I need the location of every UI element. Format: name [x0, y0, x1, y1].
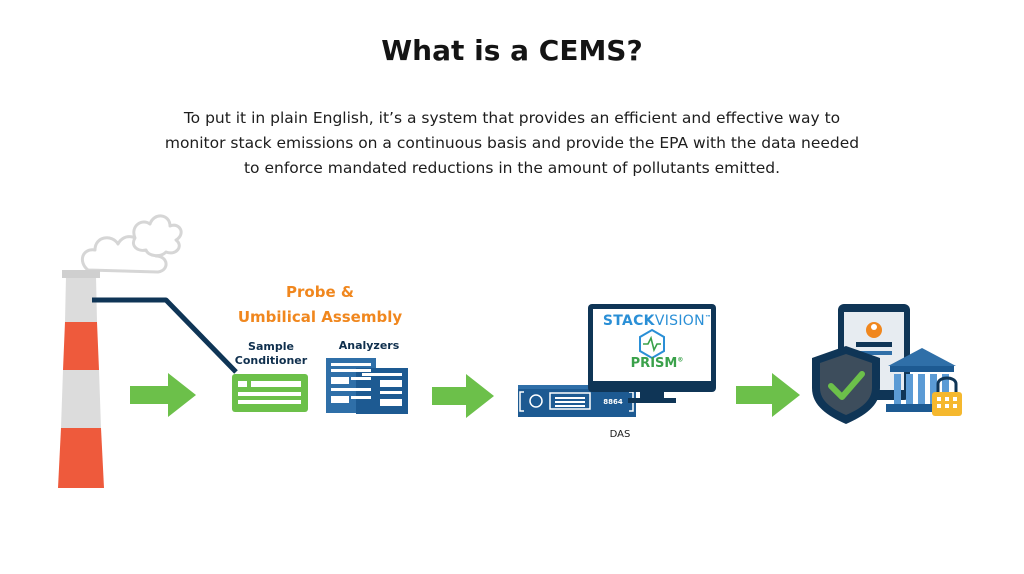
sample-conditioner-icon	[232, 374, 308, 412]
monitor-icon	[588, 304, 716, 403]
analyzers-label: Analyzers	[338, 339, 400, 352]
prism-logo-text: PRISM®	[592, 356, 722, 371]
arrow-right-icon	[736, 373, 800, 417]
prism-label: PRISM	[630, 356, 678, 371]
stackvision-trademark: ™	[704, 314, 712, 322]
probe-label-line-2: Umbilical Assembly	[237, 308, 403, 326]
probe-umbilical-label: Probe & Umbilical Assembly	[220, 280, 420, 330]
prism-registered-mark: ®	[677, 356, 684, 364]
page-title: What is a CEMS?	[381, 34, 643, 67]
smoke-cloud-icon	[80, 214, 183, 274]
sample-conditioner-label: Sample Conditioner	[226, 340, 316, 368]
stackvision-logo-text: STACKVISION™	[592, 313, 722, 329]
intro-line-1: To put it in plain English, it’s a syste…	[183, 109, 841, 127]
stackvision-bold: STACK	[602, 313, 655, 329]
intro-line-2: monitor stack emissions on a continuous …	[164, 134, 860, 152]
stackvision-light: VISION	[654, 313, 705, 329]
arrow-right-icon	[130, 373, 196, 417]
sample-conditioner-line-1: Sample	[248, 340, 294, 353]
probe-label-line-1: Probe &	[286, 283, 354, 301]
compliance-shield-icon	[812, 346, 880, 424]
das-unit-number: 8864	[603, 398, 623, 406]
padlock-icon	[932, 376, 962, 416]
intro-paragraph: To put it in plain English, it’s a syste…	[92, 106, 932, 181]
arrow-right-icon	[432, 374, 494, 418]
umbilical-line	[92, 297, 238, 374]
government-building-icon	[886, 348, 958, 412]
smokestack-icon	[58, 270, 104, 488]
sample-conditioner-line-2: Conditioner	[234, 354, 308, 367]
das-label: DAS	[609, 429, 631, 440]
intro-line-3: to enforce mandated reductions in the am…	[243, 159, 781, 177]
analyzer-rack-icon	[326, 358, 408, 414]
